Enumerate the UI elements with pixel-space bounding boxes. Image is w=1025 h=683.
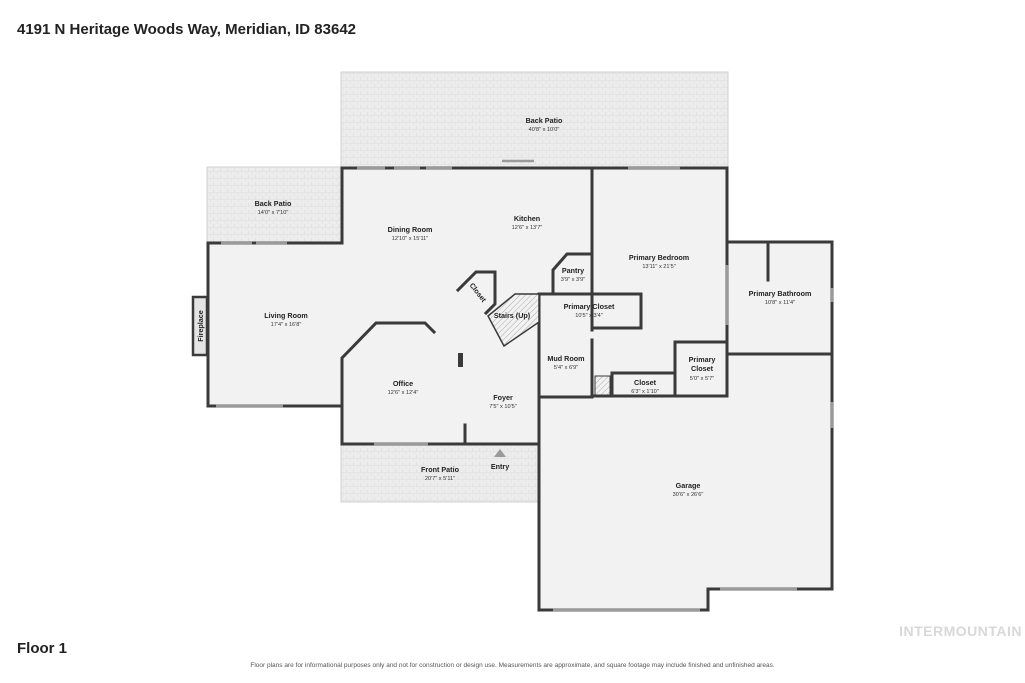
- closet-hall-label: Closet: [634, 378, 657, 387]
- dining-room-dim: 12'10" x 15'11": [392, 236, 429, 242]
- primary-closet-1-label: Primary Closet: [564, 302, 615, 311]
- windows: [216, 159, 834, 612]
- watermark: INTERMOUNTAIN: [899, 623, 1022, 639]
- primary-bedroom-label: Primary Bedroom: [629, 253, 689, 262]
- back-patio-top-dim: 40'8" x 10'0": [529, 127, 560, 133]
- primary-closet-2-label-2: Closet: [691, 364, 714, 373]
- back-patio-top-area: [340, 71, 729, 169]
- pantry-dim: 3'9" x 3'9": [561, 277, 585, 283]
- pillar: [458, 353, 463, 367]
- mud-room-dim: 5'4" x 6'9": [554, 365, 578, 371]
- garage-dim: 30'6" x 26'6": [673, 492, 704, 498]
- disclaimer: Floor plans are for informational purpos…: [250, 662, 775, 669]
- fireplace-label: Fireplace: [196, 310, 205, 342]
- foyer-dim: 7'5" x 10'5": [489, 404, 517, 410]
- primary-bedroom-dim: 13'11" x 21'5": [642, 264, 675, 270]
- office-label: Office: [393, 379, 413, 388]
- front-patio-label: Front Patio: [421, 465, 460, 474]
- stairs-hatch: [487, 293, 540, 348]
- primary-closet-2-dim: 5'0" x 5'7": [690, 376, 714, 382]
- house-floor: [208, 168, 832, 610]
- living-room-label: Living Room: [264, 311, 308, 320]
- kitchen-label: Kitchen: [514, 214, 540, 223]
- primary-bathroom-label: Primary Bathroom: [749, 289, 812, 298]
- address-title: 4191 N Heritage Woods Way, Meridian, ID …: [17, 21, 357, 38]
- primary-closet-2-label-1: Primary: [689, 355, 716, 364]
- pantry-label: Pantry: [562, 266, 584, 275]
- garage-label: Garage: [676, 481, 701, 490]
- office-dim: 12'6" x 12'4": [388, 390, 419, 396]
- mud-room-label: Mud Room: [547, 354, 584, 363]
- foyer-label: Foyer: [493, 393, 513, 402]
- floor-label: Floor 1: [17, 640, 68, 657]
- fireplace-box: [191, 295, 209, 357]
- dining-room-label: Dining Room: [388, 225, 433, 234]
- kitchen-dim: 12'6" x 13'7": [512, 225, 543, 231]
- entry-arrow-icon: [494, 449, 506, 457]
- living-room-dim: 17'4" x 16'8": [271, 322, 302, 328]
- closet-hall-dim: 6'3" x 1'10": [631, 389, 659, 395]
- entry-label: Entry: [491, 462, 509, 471]
- closet-hatch: [594, 375, 611, 396]
- back-patio-left-dim: 14'0" x 7'10": [258, 210, 289, 216]
- primary-closet-1-dim: 10'5" x 3'4": [575, 313, 603, 319]
- front-patio-dim: 20'7" x 5'11": [425, 476, 455, 482]
- back-patio-top-label: Back Patio: [526, 116, 563, 125]
- stairs-label: Stairs (Up): [494, 311, 531, 320]
- back-patio-left-label: Back Patio: [255, 199, 292, 208]
- primary-bathroom-dim: 10'8" x 11'4": [765, 300, 795, 306]
